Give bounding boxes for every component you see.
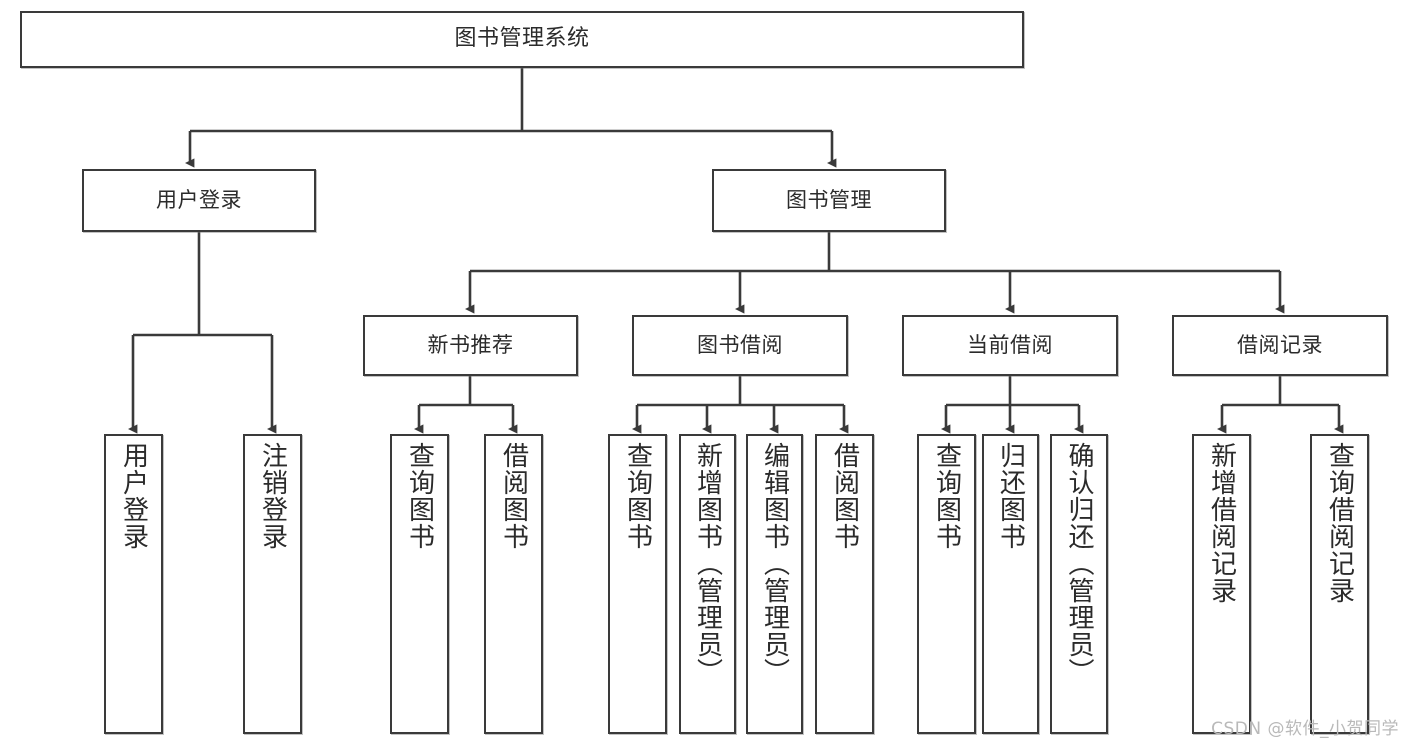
- node-book-borrow-label: 图书借阅: [697, 332, 783, 357]
- node-leaf-return-book[interactable]: 归还图书: [982, 434, 1039, 734]
- node-current-borrow-label: 当前借阅: [967, 332, 1053, 357]
- node-root[interactable]: 图书管理系统: [20, 11, 1024, 68]
- node-leaf-user-logout-label: 注销登录: [257, 442, 288, 550]
- node-book-borrow[interactable]: 图书借阅: [632, 315, 848, 376]
- node-new-book-recommend-label: 新书推荐: [427, 332, 514, 357]
- node-leaf-add-book[interactable]: 新增图书（管理员）: [679, 434, 736, 734]
- node-current-borrow[interactable]: 当前借阅: [902, 315, 1118, 376]
- node-leaf-borrow-book-2-label: 借阅图书: [829, 442, 860, 550]
- node-leaf-return-book-label: 归还图书: [995, 442, 1026, 550]
- node-leaf-user-login-label: 用户登录: [118, 442, 149, 550]
- node-leaf-borrow-book-2[interactable]: 借阅图书: [815, 434, 874, 734]
- node-leaf-edit-book-label: 编辑图书（管理员）: [759, 442, 790, 685]
- node-book-manage-label: 图书管理: [786, 187, 872, 212]
- node-book-manage[interactable]: 图书管理: [712, 169, 946, 232]
- node-leaf-user-login[interactable]: 用户登录: [104, 434, 163, 734]
- node-leaf-add-book-label: 新增图书（管理员）: [692, 442, 723, 685]
- node-leaf-query-book-1-label: 查询图书: [404, 442, 435, 550]
- node-leaf-query-book-2[interactable]: 查询图书: [608, 434, 667, 734]
- node-user-login[interactable]: 用户登录: [82, 169, 316, 232]
- node-leaf-user-logout[interactable]: 注销登录: [243, 434, 302, 734]
- node-leaf-add-record[interactable]: 新增借阅记录: [1192, 434, 1251, 734]
- node-leaf-edit-book[interactable]: 编辑图书（管理员）: [746, 434, 803, 734]
- node-leaf-query-record[interactable]: 查询借阅记录: [1310, 434, 1369, 734]
- node-leaf-query-book-3-label: 查询图书: [931, 442, 962, 550]
- node-leaf-confirm-return[interactable]: 确认归还（管理员）: [1050, 434, 1108, 734]
- node-user-login-label: 用户登录: [156, 187, 242, 212]
- node-new-book-recommend[interactable]: 新书推荐: [363, 315, 578, 376]
- node-root-label: 图书管理系统: [454, 26, 590, 52]
- node-leaf-query-book-1[interactable]: 查询图书: [390, 434, 449, 734]
- node-leaf-borrow-book-1[interactable]: 借阅图书: [484, 434, 543, 734]
- node-leaf-query-record-label: 查询借阅记录: [1324, 442, 1355, 604]
- node-leaf-query-book-2-label: 查询图书: [622, 442, 653, 550]
- node-leaf-confirm-return-label: 确认归还（管理员）: [1064, 442, 1094, 685]
- node-borrow-record[interactable]: 借阅记录: [1172, 315, 1388, 376]
- node-leaf-query-book-3[interactable]: 查询图书: [917, 434, 976, 734]
- node-leaf-borrow-book-1-label: 借阅图书: [498, 442, 529, 550]
- node-borrow-record-label: 借阅记录: [1237, 332, 1323, 357]
- watermark-text: CSDN @软件_小贺同学: [1211, 719, 1399, 739]
- node-leaf-add-record-label: 新增借阅记录: [1206, 442, 1237, 604]
